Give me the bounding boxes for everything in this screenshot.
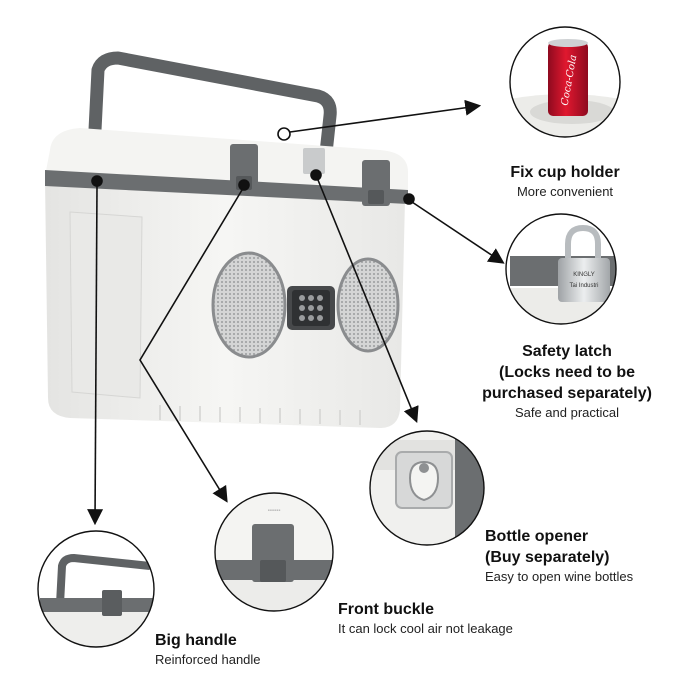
padlock-shackle xyxy=(565,224,601,262)
front-buckle-title: Front buckle xyxy=(338,601,435,618)
label-cup-holder: Fix cup holder More convenient xyxy=(495,162,635,201)
bottle-opener-subtitle: Easy to open wine bottles xyxy=(485,569,634,584)
bottle-opener-title-2: (Buy separately) xyxy=(485,549,610,566)
bottle-opener-title-1: Bottle opener xyxy=(485,528,589,545)
soda-can xyxy=(548,42,588,116)
detail-bottle-opener xyxy=(369,430,485,546)
lid-trim-band xyxy=(45,170,408,204)
detail-big-handle xyxy=(37,530,155,648)
safety-latch-title-2: (Locks need to be xyxy=(498,364,636,381)
detail-safety-latch: KINGLY Tai Industri xyxy=(505,213,617,325)
cooler-handle xyxy=(86,51,337,171)
cooler-box xyxy=(45,51,408,428)
big-handle-subtitle: Reinforced handle xyxy=(155,652,261,667)
speaker-right xyxy=(336,257,400,353)
cup-holder-subtitle: More convenient xyxy=(516,184,614,199)
detail-front-buckle: ▪▪▪▪▪▪ xyxy=(214,492,334,612)
safety-latch-title-3: purchased separately) xyxy=(482,385,652,402)
speaker-left xyxy=(211,251,287,359)
label-front-buckle: Front buckle It can lock cool air not le… xyxy=(338,599,578,638)
cup-holder-title: Fix cup holder xyxy=(510,164,620,181)
padlock-body xyxy=(558,258,610,302)
svg-text:▪▪▪▪▪▪: ▪▪▪▪▪▪ xyxy=(268,508,281,514)
svg-text:KINGLY: KINGLY xyxy=(573,272,595,278)
callout-lines xyxy=(87,99,505,526)
label-big-handle: Big handle Reinforced handle xyxy=(155,630,315,669)
label-bottle-opener: Bottle opener (Buy separately) Easy to o… xyxy=(485,526,685,586)
front-buckle-subtitle: It can lock cool air not leakage xyxy=(338,621,513,636)
safety-latch-title-1: Safety latch xyxy=(522,343,612,360)
detail-cup-holder: Coca-Cola xyxy=(509,26,621,138)
big-handle-title: Big handle xyxy=(155,632,237,649)
safety-latch-subtitle: Safe and practical xyxy=(514,405,620,420)
label-safety-latch: Safety latch (Locks need to be purchased… xyxy=(462,341,672,422)
svg-text:Tai Industri: Tai Industri xyxy=(569,283,598,289)
